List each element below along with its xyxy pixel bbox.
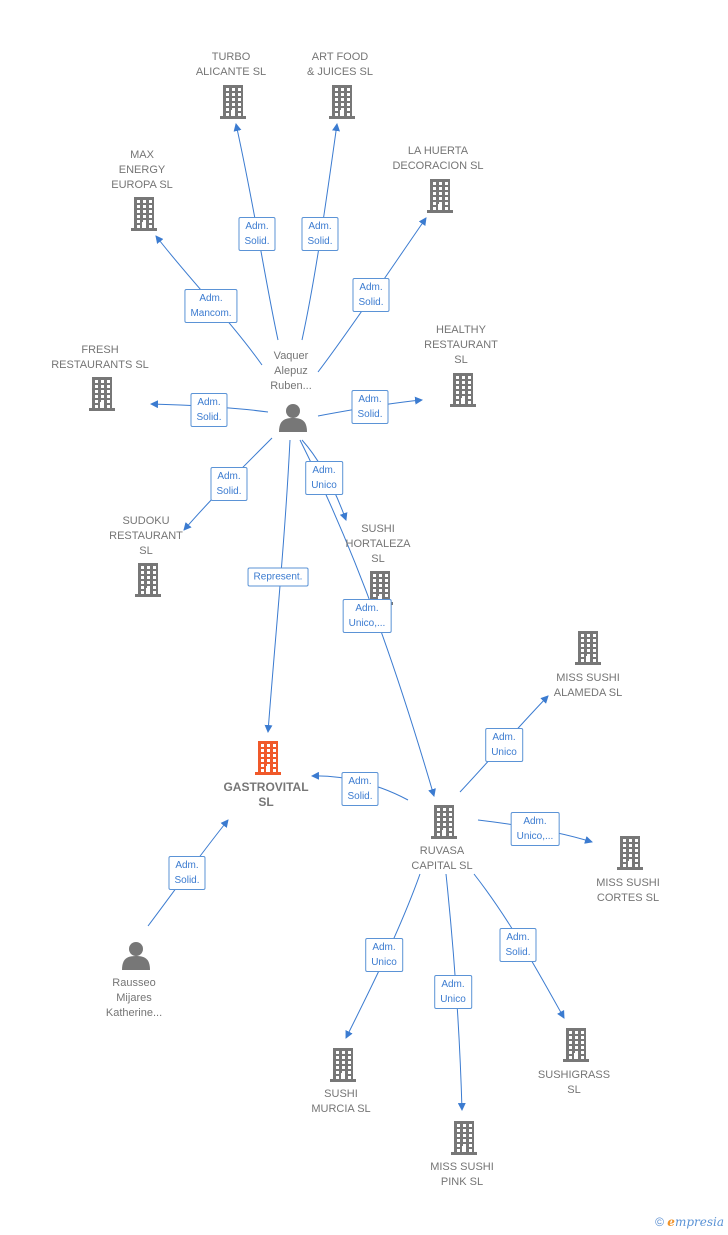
person-icon-vaquer[interactable] [279,404,307,432]
copyright-symbol: © [655,1215,664,1229]
edge-label-vaquer-turbo[interactable]: Adm. Solid. [238,217,276,251]
building-icon-murcia[interactable] [330,1048,356,1082]
center-building-icon-gastro[interactable] [255,741,281,775]
edge-label-ruvasa-gastro[interactable]: Adm. Solid. [341,772,379,806]
brand-logo: empresia [667,1215,724,1229]
edge-label-vaquer-healthy[interactable]: Adm. Solid. [351,390,389,424]
node-label-healthy[interactable]: HEALTHY RESTAURANT SL [424,324,498,366]
edge-label-vaquer-huerta[interactable]: Adm. Solid. [352,278,390,312]
edge-label-vaquer-artfood[interactable]: Adm. Solid. [301,217,339,251]
building-icon-huerta[interactable] [427,179,453,213]
edge-label-vaquer-hortaleza[interactable]: Adm. Unico [305,461,343,495]
node-label-sudoku[interactable]: SUDOKU RESTAURANT SL [109,515,183,557]
node-label-turbo[interactable]: TURBO ALICANTE SL [195,51,267,78]
node-label-hortaleza[interactable]: SUSHI HORTALEZA SL [345,523,411,565]
edge-label-vaquer-sudoku[interactable]: Adm. Solid. [210,467,248,501]
edge-label-vaquer-max[interactable]: Adm. Mancom. [184,289,238,323]
node-label-max[interactable]: MAX ENERGY EUROPA SL [111,149,173,191]
node-label-gastro[interactable]: GASTROVITAL SL [223,780,309,809]
edge-label-vaquer-fresh[interactable]: Adm. Solid. [190,393,228,427]
edge-label-ruvasa-sushigrass[interactable]: Adm. Solid. [499,928,537,962]
building-icon-turbo[interactable] [220,85,246,119]
node-label-murcia[interactable]: SUSHI MURCIA SL [311,1088,371,1115]
edge-label-vaquer-gastro[interactable]: Represent. [247,567,309,587]
building-icon-max[interactable] [131,197,157,231]
edge-label-ruvasa-alameda[interactable]: Adm. Unico [485,728,523,762]
building-icon-cortes[interactable] [617,836,643,870]
node-label-ruvasa[interactable]: RUVASA CAPITAL SL [411,845,473,872]
edge-label-ruvasa-pink[interactable]: Adm. Unico [434,975,472,1009]
node-label-cortes[interactable]: MISS SUSHI CORTES SL [596,877,660,904]
building-icon-pink[interactable] [451,1121,477,1155]
building-icon-healthy[interactable] [450,373,476,407]
building-icon-sushigrass[interactable] [563,1028,589,1062]
node-label-sushigrass[interactable]: SUSHIGRASS SL [537,1069,611,1096]
node-label-pink[interactable]: MISS SUSHI PINK SL [430,1161,494,1188]
building-icon-alameda[interactable] [575,631,601,665]
edge-label-ruvasa-murcia[interactable]: Adm. Unico [365,938,403,972]
edge-label-rausseo-gastro[interactable]: Adm. Solid. [168,856,206,890]
person-icon-rausseo[interactable] [122,942,150,970]
building-icon-fresh[interactable] [89,377,115,411]
footer-brand: © empresia [655,1215,724,1229]
node-label-huerta[interactable]: LA HUERTA DECORACION SL [392,145,484,172]
node-label-alameda[interactable]: MISS SUSHI ALAMEDA SL [553,672,623,699]
node-label-rausseo[interactable]: Rausseo Mijares Katherine... [105,977,163,1019]
node-label-artfood[interactable]: ART FOOD & JUICES SL [306,51,374,78]
building-icon-sudoku[interactable] [135,563,161,597]
node-label-fresh[interactable]: FRESH RESTAURANTS SL [51,344,149,371]
building-icon-artfood[interactable] [329,85,355,119]
edge-label-vaquer-ruvasa[interactable]: Adm. Unico,... [342,599,392,633]
building-icon-ruvasa[interactable] [431,805,457,839]
edge-vaquer-gastro [264,439,291,733]
node-label-vaquer[interactable]: Vaquer Alepuz Ruben... [270,350,312,392]
edge-label-ruvasa-cortes[interactable]: Adm. Unico,... [510,812,560,846]
